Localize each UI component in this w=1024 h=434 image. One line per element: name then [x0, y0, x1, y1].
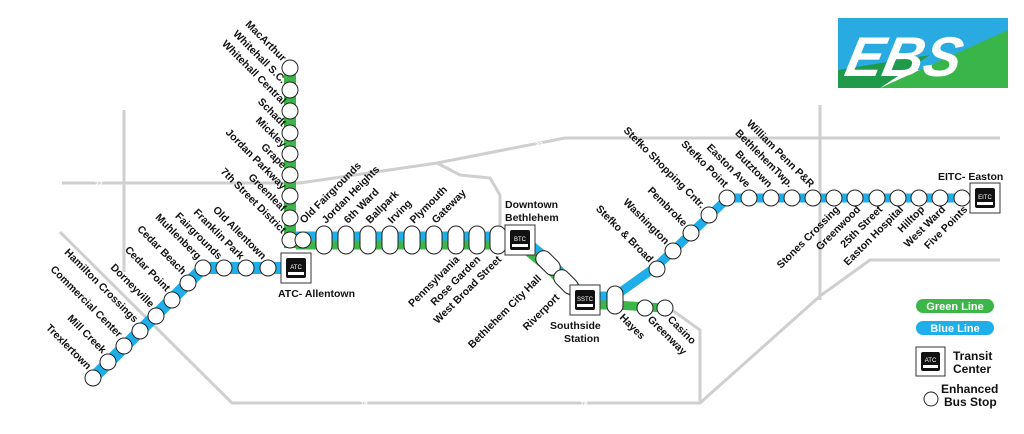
- bus-stop[interactable]: [636, 299, 654, 317]
- station-label: Hayes: [617, 312, 647, 342]
- bus-stop[interactable]: [868, 189, 886, 207]
- bus-stop[interactable]: [381, 225, 399, 255]
- legend-green-line: Green Line: [926, 301, 983, 313]
- bus-stop[interactable]: [953, 189, 971, 207]
- legend-blue-swatch: [916, 321, 994, 335]
- legend-bus-stop-2: Bus Stop: [944, 395, 997, 409]
- transit-center-code: ATC: [290, 265, 302, 271]
- bus-stop[interactable]: [281, 187, 299, 205]
- shield-378: 378: [478, 169, 490, 176]
- legend-transit-center-code: ATC: [925, 358, 937, 364]
- transit-centers: ATC BTC SSTC EITC: [280, 182, 1001, 316]
- atc-label: ATC- Allentown: [278, 288, 355, 300]
- bus-stop[interactable]: [281, 145, 299, 163]
- road-412: [671, 308, 702, 403]
- legend-blue-line: Blue Line: [930, 323, 980, 335]
- transit-center-atc[interactable]: ATC: [280, 252, 312, 284]
- bus-stop[interactable]: [281, 81, 299, 99]
- transit-center-code: SSTC: [577, 297, 594, 303]
- bus-stop[interactable]: [337, 225, 355, 255]
- bus-stop[interactable]: [163, 291, 181, 309]
- bus-stop[interactable]: [648, 260, 666, 278]
- shield-22: 22: [535, 142, 543, 149]
- legend: Green Line Blue Line ATC Transit Center …: [915, 299, 998, 409]
- bus-stop[interactable]: [359, 225, 377, 255]
- bus-stop[interactable]: [84, 369, 102, 387]
- bus-stop[interactable]: [682, 224, 700, 242]
- bus-stop[interactable]: [99, 353, 117, 371]
- bus-stop[interactable]: [931, 189, 949, 207]
- legend-bus-stop-1: Enhanced: [941, 382, 998, 396]
- legend-transit-2: Center: [953, 362, 991, 376]
- bus-stop[interactable]: [656, 299, 674, 317]
- sstc-label-2: Station: [564, 333, 600, 345]
- legend-transit-1: Transit: [953, 349, 992, 363]
- bus-stop[interactable]: [740, 189, 758, 207]
- bus-stop[interactable]: [846, 189, 864, 207]
- road-378: [436, 161, 502, 228]
- btc-label-2: Bethlehem: [505, 212, 559, 224]
- bus-stop[interactable]: [131, 322, 149, 340]
- bus-stop[interactable]: [115, 337, 133, 355]
- bus-stop[interactable]: [147, 307, 165, 325]
- eitc-label: EITC- Easton: [938, 171, 1003, 183]
- transit-center-eitc[interactable]: EITC: [969, 182, 1001, 214]
- bus-stop[interactable]: [281, 59, 299, 77]
- bus-stop[interactable]: [700, 206, 718, 224]
- bus-stop[interactable]: [215, 259, 233, 277]
- legend-transit-center-icon: ATC: [915, 346, 946, 377]
- bus-stop[interactable]: [825, 189, 843, 207]
- road-shields: 22 22 378 78 78: [95, 142, 588, 408]
- bus-stop[interactable]: [889, 189, 907, 207]
- transit-center-code: BTC: [514, 237, 527, 243]
- ebs-logo: EBS: [838, 18, 1008, 88]
- bus-stop[interactable]: [489, 225, 507, 255]
- bus-stop[interactable]: [468, 225, 486, 255]
- bus-stop[interactable]: [718, 189, 736, 207]
- bus-stop[interactable]: [447, 225, 465, 255]
- transit-center-btc[interactable]: BTC: [504, 224, 536, 256]
- bus-stop[interactable]: [783, 189, 801, 207]
- legend-green-swatch: [916, 299, 994, 313]
- bus-stop[interactable]: [910, 189, 928, 207]
- bus-stop[interactable]: [804, 189, 822, 207]
- stops: [84, 59, 971, 387]
- bus-stop[interactable]: [664, 242, 682, 260]
- bus-stop[interactable]: [281, 166, 299, 184]
- legend-bus-stop-icon: [923, 391, 939, 407]
- shield-78: 78: [580, 401, 588, 408]
- bus-stop[interactable]: [281, 124, 299, 142]
- bus-stop[interactable]: [237, 259, 255, 277]
- bus-stop[interactable]: [259, 259, 277, 277]
- bus-stop[interactable]: [281, 209, 299, 227]
- logo-text: EBS: [840, 26, 969, 88]
- bus-stop[interactable]: [606, 285, 624, 315]
- bus-stop[interactable]: [315, 225, 333, 255]
- bus-stop[interactable]: [194, 259, 212, 277]
- bus-stop[interactable]: [179, 274, 197, 292]
- road-78: [58, 230, 1000, 405]
- transit-center-code: EITC: [978, 195, 992, 201]
- shield-22: 22: [95, 181, 103, 188]
- shield-78: 78: [360, 401, 368, 408]
- bus-stop[interactable]: [425, 225, 443, 255]
- btc-label-1: Downtown: [505, 199, 558, 211]
- transit-center-sstc[interactable]: SSTC: [569, 284, 601, 316]
- bus-stop[interactable]: [281, 102, 299, 120]
- bus-stop[interactable]: [762, 189, 780, 207]
- bus-stop[interactable]: [294, 231, 312, 249]
- bus-stop[interactable]: [403, 225, 421, 255]
- road-22: [62, 136, 1000, 185]
- sstc-label-1: Southside: [550, 320, 601, 332]
